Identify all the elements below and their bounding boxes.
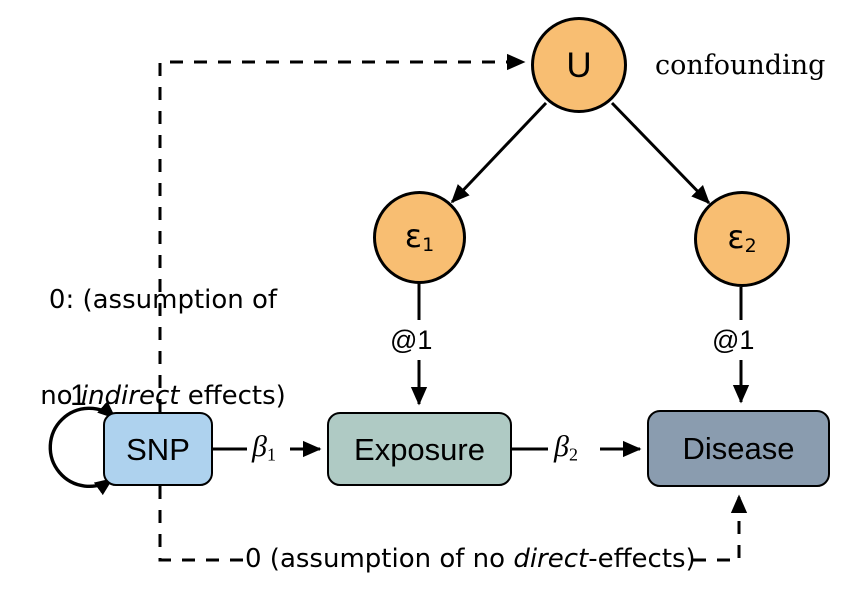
node-snp-label: SNP bbox=[126, 431, 190, 467]
indirect-emphasis: indirect bbox=[80, 380, 180, 411]
no-indirect-effects-note: 0: (assumption of no indirect effects) bbox=[18, 222, 308, 476]
no-indirect-effects-line1: 0: (assumption of bbox=[48, 285, 278, 316]
epsilon-2-subscript: 2 bbox=[744, 235, 757, 258]
node-exposure-label: Exposure bbox=[354, 431, 485, 467]
direct-post: -effects) bbox=[588, 544, 696, 574]
eps1-loading-label: @1 bbox=[390, 325, 433, 355]
beta1-label: β1 bbox=[252, 430, 276, 466]
no-direct-effects-note: 0 (assumption of no direct-effects) bbox=[245, 544, 696, 576]
node-epsilon-1-label: ε1 bbox=[405, 220, 434, 255]
beta2-glyph: β bbox=[554, 430, 569, 463]
indirect-post: effects) bbox=[179, 380, 286, 411]
node-u-label: U bbox=[566, 45, 592, 85]
edge-u-to-eps2 bbox=[610, 101, 711, 205]
eps2-loading-label: @1 bbox=[712, 325, 755, 355]
beta2-label: β2 bbox=[554, 430, 578, 466]
node-epsilon-1[interactable]: ε1 bbox=[373, 191, 466, 284]
direct-pre: 0 (assumption of no bbox=[245, 544, 514, 574]
snp-variance-label: 1 bbox=[70, 379, 87, 412]
edge-snp-self-loop bbox=[48, 401, 117, 496]
edge-snp-to-disease-dashed bbox=[158, 486, 748, 562]
epsilon-1-glyph: ε bbox=[404, 216, 423, 255]
node-disease[interactable]: Disease bbox=[647, 410, 830, 487]
no-indirect-effects-line2: no indirect effects) bbox=[18, 381, 308, 413]
beta1-glyph: β bbox=[252, 430, 267, 463]
node-u[interactable]: U bbox=[531, 17, 627, 113]
node-snp[interactable]: SNP bbox=[103, 412, 213, 486]
epsilon-1-subscript: 1 bbox=[422, 234, 435, 257]
node-epsilon-2-label: ε2 bbox=[727, 221, 756, 256]
node-exposure[interactable]: Exposure bbox=[327, 412, 512, 486]
direct-emphasis: direct bbox=[513, 544, 589, 574]
beta1-subscript: 1 bbox=[266, 444, 276, 465]
epsilon-2-glyph: ε bbox=[727, 218, 745, 257]
confounding-label: confounding bbox=[655, 50, 826, 81]
indirect-pre: no bbox=[40, 380, 81, 411]
beta2-subscript: 2 bbox=[568, 444, 578, 465]
node-epsilon-2[interactable]: ε2 bbox=[694, 191, 790, 287]
node-disease-label: Disease bbox=[682, 431, 795, 466]
edge-u-to-eps1 bbox=[450, 101, 548, 204]
